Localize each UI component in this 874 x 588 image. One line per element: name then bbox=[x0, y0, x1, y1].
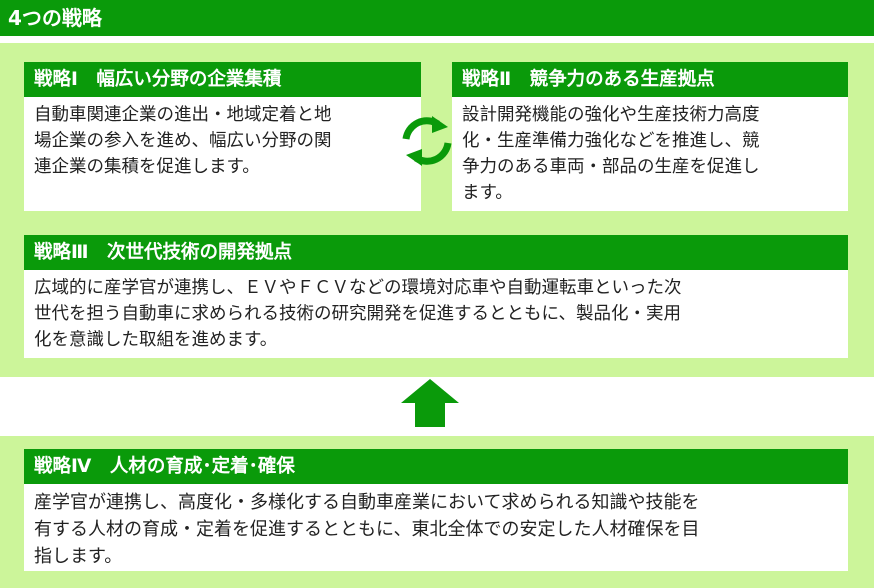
strategy-card-1: 戦略Ⅰ 幅広い分野の企業集積 自動車関連企業の進出・地域定着と地 場企業の参入を… bbox=[24, 62, 421, 211]
strategy-4-body: 産学官が連携し、高度化・多様化する自動車産業において求められる知識や技能を 有す… bbox=[34, 492, 700, 567]
strategy-1-body: 自動車関連企業の進出・地域定着と地 場企業の参入を進め、幅広い分野の関 連企業の… bbox=[34, 105, 332, 177]
strategy-3-heading: 戦略Ⅲ 次世代技術の開発拠点 bbox=[24, 235, 848, 270]
strategy-2-heading: 戦略Ⅱ 競争力のある生産拠点 bbox=[452, 62, 848, 97]
strategy-4-heading: 戦略Ⅳ 人材の育成･定着･確保 bbox=[24, 449, 848, 484]
cycle-arrows-icon bbox=[402, 116, 452, 166]
strategy-3-body: 広域的に産学官が連携し、ＥＶやＦＣＶなどの環境対応車や自動運転車といった次 世代… bbox=[34, 278, 682, 350]
strategy-card-4: 戦略Ⅳ 人材の育成･定着･確保 産学官が連携し、高度化・多様化する自動車産業にお… bbox=[24, 449, 848, 571]
strategy-2-body: 設計開発機能の強化や生産技術力高度 化・生産準備力強化などを推進し、競 争力のあ… bbox=[462, 105, 760, 203]
page-title: 4つの戦略 bbox=[0, 0, 874, 36]
strategy-1-heading: 戦略Ⅰ 幅広い分野の企業集積 bbox=[24, 62, 421, 97]
up-arrow-icon bbox=[401, 379, 459, 427]
strategy-card-3: 戦略Ⅲ 次世代技術の開発拠点 広域的に産学官が連携し、ＥＶやＦＣＶなどの環境対応… bbox=[24, 235, 848, 358]
strategy-card-2: 戦略Ⅱ 競争力のある生産拠点 設計開発機能の強化や生産技術力高度 化・生産準備力… bbox=[452, 62, 848, 211]
